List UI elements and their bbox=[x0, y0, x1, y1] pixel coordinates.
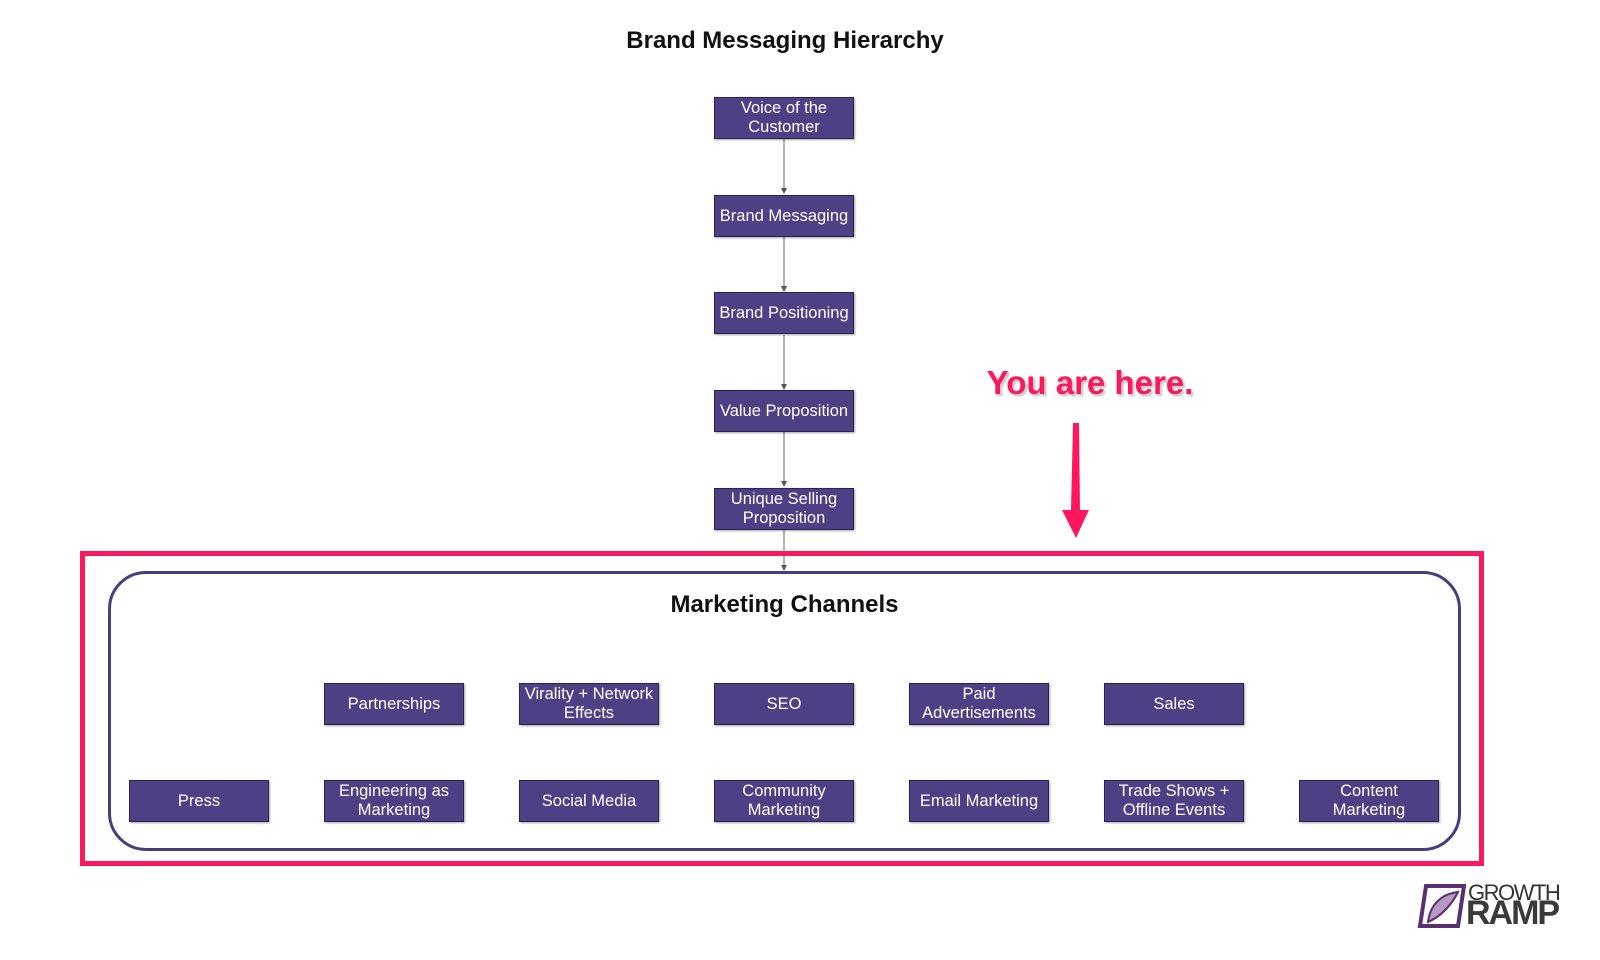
logo-text-growth: GROWTH bbox=[1468, 880, 1561, 905]
channel-trade-shows-offline-events: Trade Shows + Offline Events bbox=[1104, 780, 1244, 822]
channel-engineering-as-marketing: Engineering as Marketing bbox=[324, 780, 464, 822]
channel-email-marketing: Email Marketing bbox=[909, 780, 1049, 822]
channel-press: Press bbox=[129, 780, 269, 822]
channel-virality-network-effects: Virality + Network Effects bbox=[519, 683, 659, 725]
node-brand-messaging: Brand Messaging bbox=[714, 195, 854, 237]
logo-text-ramp: RAMP bbox=[1466, 894, 1560, 932]
node-brand-positioning: Brand Positioning bbox=[714, 292, 854, 334]
highlight-frame bbox=[80, 551, 1484, 866]
channel-seo: SEO bbox=[714, 683, 854, 725]
you-are-here-annotation: You are here. bbox=[986, 364, 1194, 401]
node-unique-selling-proposition: Unique Selling Proposition bbox=[714, 488, 854, 530]
node-value-proposition: Value Proposition bbox=[714, 390, 854, 432]
channel-content-marketing: Content Marketing bbox=[1299, 780, 1439, 822]
channel-sales: Sales bbox=[1104, 683, 1244, 725]
diagram-title: Brand Messaging Hierarchy bbox=[626, 27, 944, 54]
growth-ramp-logo-icon bbox=[1417, 884, 1466, 928]
growth-ramp-logo: GROWTH RAMP bbox=[1416, 880, 1561, 932]
marketing-channels-title: Marketing Channels bbox=[670, 591, 899, 618]
channel-community-marketing: Community Marketing bbox=[714, 780, 854, 822]
channel-paid-advertisements: Paid Advertisements bbox=[909, 683, 1049, 725]
marketing-channels-group bbox=[108, 571, 1461, 851]
node-voice-of-the-customer: Voice of the Customer bbox=[714, 97, 854, 139]
channel-social-media: Social Media bbox=[519, 780, 659, 822]
annotation-arrow bbox=[1062, 423, 1089, 538]
channel-partnerships: Partnerships bbox=[324, 683, 464, 725]
